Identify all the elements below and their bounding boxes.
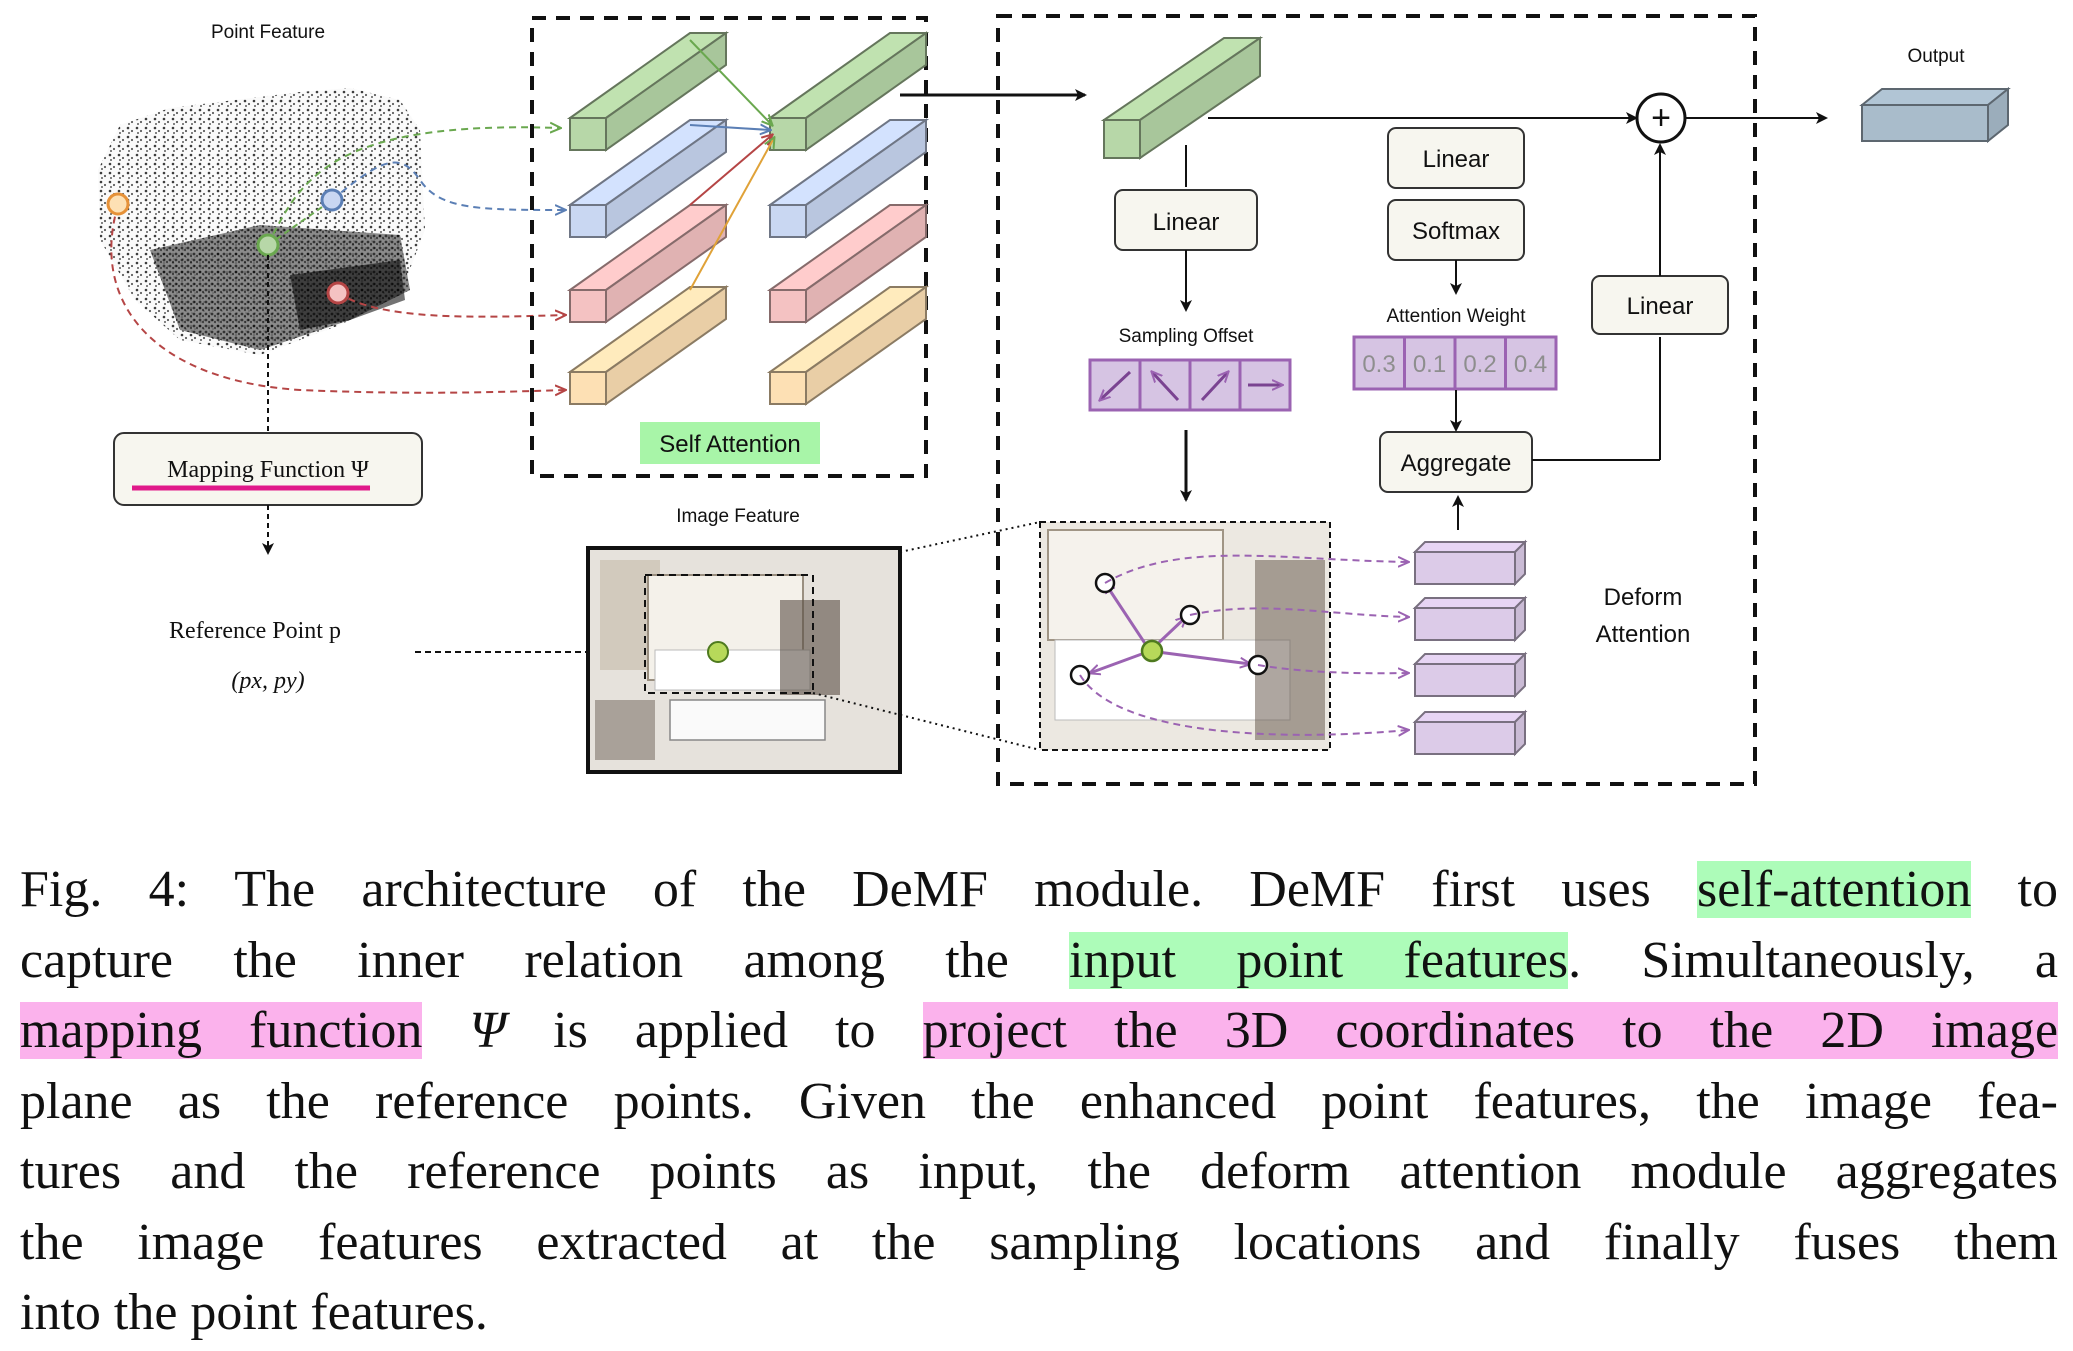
aggregate-label: Aggregate [1401, 450, 1512, 477]
enhanced-cube-orange [766, 285, 930, 406]
demf-architecture-diagram: Point Feature Mapping Function Ψ Referen… [98, 14, 2011, 786]
plus-symbol: + [1651, 99, 1671, 137]
query-cube [1100, 36, 1264, 160]
highlight-mapping-function: mapping function [20, 1002, 423, 1059]
deform-attention-label-1: Deform [1604, 584, 1683, 611]
point-cloud-image [98, 88, 425, 355]
attention-weight-value: 0.3 [1362, 351, 1395, 378]
blue-mapping-arrow [331, 161, 565, 210]
linear-weight-label: Linear [1423, 146, 1490, 173]
self-attention-label: Self Attention [659, 431, 800, 458]
attention-weight-vector: 0.3 0.1 0.2 0.4 [1352, 335, 1558, 391]
linear-weight-box: Linear [1387, 127, 1525, 189]
attention-weight-value: 0.1 [1413, 351, 1446, 378]
linear-offset-box: Linear [1114, 189, 1258, 251]
output-cube [1859, 86, 2011, 144]
input-feature-cubes [566, 31, 730, 406]
sampled-feature-cubes [1412, 539, 1528, 757]
caption-prefix: Fig. 4: [20, 861, 190, 918]
input-cube-blue [566, 118, 730, 239]
linear-offset-label: Linear [1153, 209, 1220, 236]
self-attention-arrows [689, 39, 774, 291]
point-feature-label: Point Feature [211, 22, 325, 43]
sampling-offset-vector [1088, 358, 1292, 412]
sampled-cube-4 [1412, 709, 1528, 757]
sampled-image-crop [1039, 521, 1408, 751]
highlight-self-attention: self-attention [1696, 861, 1972, 918]
figure-caption: Fig. 4: The architecture of the DeMF mod… [20, 861, 2059, 1341]
query-feature-cube [1100, 36, 1264, 160]
mapping-function-label: Mapping Function Ψ [167, 457, 369, 483]
red-mapping-arrow [337, 292, 565, 317]
enhanced-cube-red [766, 203, 930, 324]
enhanced-cube-blue [766, 118, 930, 239]
deform-attention-block [996, 14, 1757, 786]
sampling-offset-label: Sampling Offset [1119, 326, 1255, 347]
output-cube-shape [1859, 86, 2011, 144]
attention-weight-label: Attention Weight [1386, 306, 1526, 327]
orange-mapping-arrow [110, 204, 565, 393]
attention-weight-value: 0.2 [1463, 351, 1496, 378]
attention-weight-value: 0.4 [1514, 351, 1547, 378]
input-cube-red [566, 203, 730, 324]
enhanced-feature-cubes [766, 31, 930, 406]
enhanced-cube-green [766, 31, 930, 152]
softmax-label: Softmax [1412, 218, 1500, 245]
green-mapping-arrow [267, 127, 560, 246]
highlight-input-point-features: input point features [1069, 931, 1569, 989]
green-point [256, 233, 280, 257]
image-feature-thumbnail [586, 546, 902, 774]
softmax-box: Softmax [1387, 199, 1525, 261]
self-attention-block [530, 16, 928, 478]
linear-fusion-box: Linear [1591, 275, 1729, 335]
sampled-cube-1 [1412, 539, 1528, 587]
input-cube-green [566, 31, 730, 152]
reference-point-label: Reference Point p [169, 618, 341, 644]
highlight-project-coordinates: project the 3D coordinates to the 2D ima… [922, 1002, 2059, 1059]
red-point [326, 281, 350, 305]
linear-fusion-label: Linear [1627, 293, 1694, 320]
blue-point [320, 188, 344, 212]
image-feature-label: Image Feature [676, 506, 800, 527]
aggregate-box: Aggregate [1379, 431, 1533, 493]
output-label: Output [1907, 46, 1965, 67]
self-attention-highlight [640, 422, 820, 464]
sampled-cube-2 [1412, 595, 1528, 643]
deform-attention-label-2: Attention [1596, 621, 1691, 648]
sampled-cube-3 [1412, 651, 1528, 699]
input-cube-orange [566, 285, 730, 406]
reference-point-coords: (px, py) [231, 668, 304, 694]
mapping-function-box: Mapping Function Ψ [113, 432, 423, 506]
orange-point [106, 192, 130, 216]
